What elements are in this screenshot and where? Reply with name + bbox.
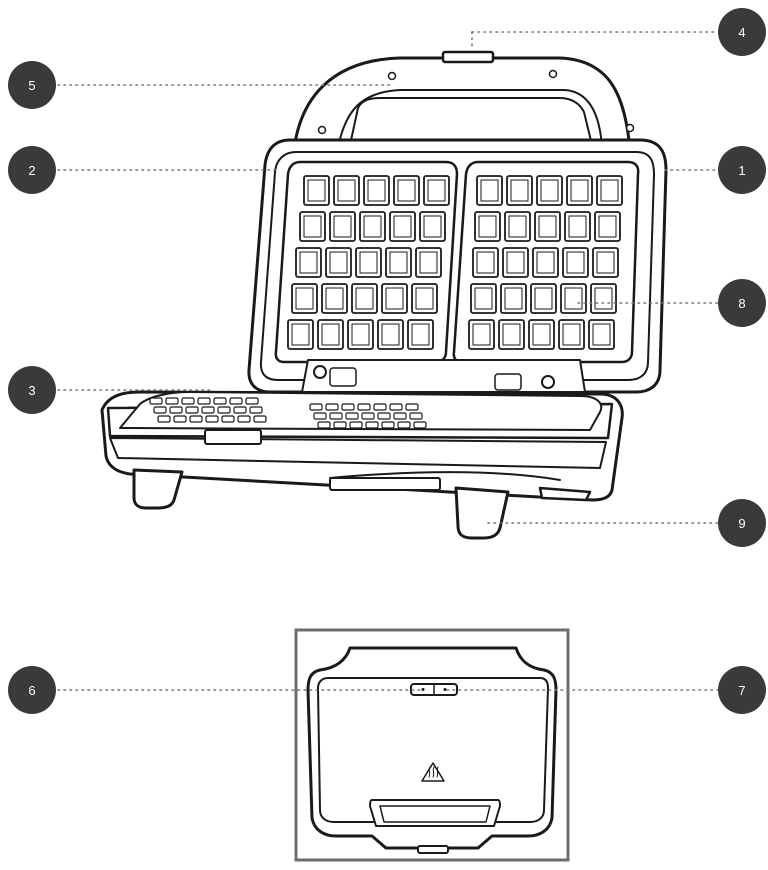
top-view-latch [418,846,448,853]
lower-plate-bump [410,413,422,419]
lower-plate-bump [398,422,410,428]
lower-plate-bump [362,413,374,419]
callout-badge-5: 5 [8,61,56,109]
callout-badge-4: 4 [718,8,766,56]
lower-plate-bump [406,404,418,410]
svg-text:8: 8 [738,296,745,311]
lower-plate-bump [198,398,210,404]
lower-plate-bump [214,398,226,404]
svg-text:6: 6 [28,683,35,698]
lower-plate-bump [170,407,182,413]
lower-plate-bump [154,407,166,413]
callout-badge-8: 8 [718,279,766,327]
lower-plate-bump [318,422,330,428]
handle-grip [350,98,592,145]
base-front-slot [330,478,440,490]
foot-right [456,488,508,538]
lower-plate-bump [206,416,218,422]
lower-plate-bump [334,422,346,428]
lower-plate-bump [394,413,406,419]
lower-plate-bump [414,422,426,428]
callout-badge-7: 7 [718,666,766,714]
lower-plate-bump [330,413,342,419]
svg-text:9: 9 [738,516,745,531]
lower-plate-bump [202,407,214,413]
lower-plate-bump [234,407,246,413]
hinge-block-right [495,374,521,390]
lower-plate-bump [310,404,322,410]
svg-text:4: 4 [738,25,745,40]
top-view-handle-inner [380,806,490,822]
callout-badge-6: 6 [8,666,56,714]
lower-plate-bump [346,413,358,419]
handle-screw-left [389,73,396,80]
waffle-maker-top-view [308,648,556,853]
handle-screw-lower-left [319,127,326,134]
waffle-maker-open-view [102,52,666,538]
lock-latch [443,52,493,62]
lower-plate-bump [230,398,242,404]
lower-plate-bump [342,404,354,410]
svg-text:1: 1 [738,163,745,178]
ready-indicator-light [444,688,447,691]
hinge-pin-left [314,366,326,378]
lower-plate-bump [358,404,370,410]
handle-screw-lower-right [627,125,634,132]
lower-plate-bump [238,416,250,422]
svg-text:7: 7 [738,683,745,698]
lower-plate-bump [250,407,262,413]
lower-plate-bump [186,407,198,413]
lower-plate-bump [254,416,266,422]
lower-plate-bump [218,407,230,413]
lower-plate-bump [326,404,338,410]
lower-plate-bump [366,422,378,428]
lower-plate-bump [158,416,170,422]
lower-plate-bump [174,416,186,422]
lower-plate-bump [382,422,394,428]
foot-left [134,470,182,508]
hinge-block-left [330,368,356,386]
handle-screw-right [550,71,557,78]
hinge-pin-right [542,376,554,388]
lower-plate-bump [378,413,390,419]
waffle-grid-left [288,176,449,349]
svg-text:2: 2 [28,163,35,178]
lower-plate-bump [314,413,326,419]
callout-badge-2: 2 [8,146,56,194]
lower-plate-bump [374,404,386,410]
lower-plate-bump [222,416,234,422]
lower-plate-bump [350,422,362,428]
power-indicator-light [422,688,425,691]
callout-badge-3: 3 [8,366,56,414]
lower-plate-bump [390,404,402,410]
lower-plate-bump [182,398,194,404]
callout-badge-9: 9 [718,499,766,547]
svg-text:3: 3 [28,383,35,398]
lower-plate-bump [150,398,162,404]
lower-plate-bump [166,398,178,404]
callout-badge-1: 1 [718,146,766,194]
lower-plate-bump [246,398,258,404]
base-front-grip [205,430,261,444]
svg-text:5: 5 [28,78,35,93]
waffle-grid-right [469,176,622,349]
lower-plate-bump [190,416,202,422]
